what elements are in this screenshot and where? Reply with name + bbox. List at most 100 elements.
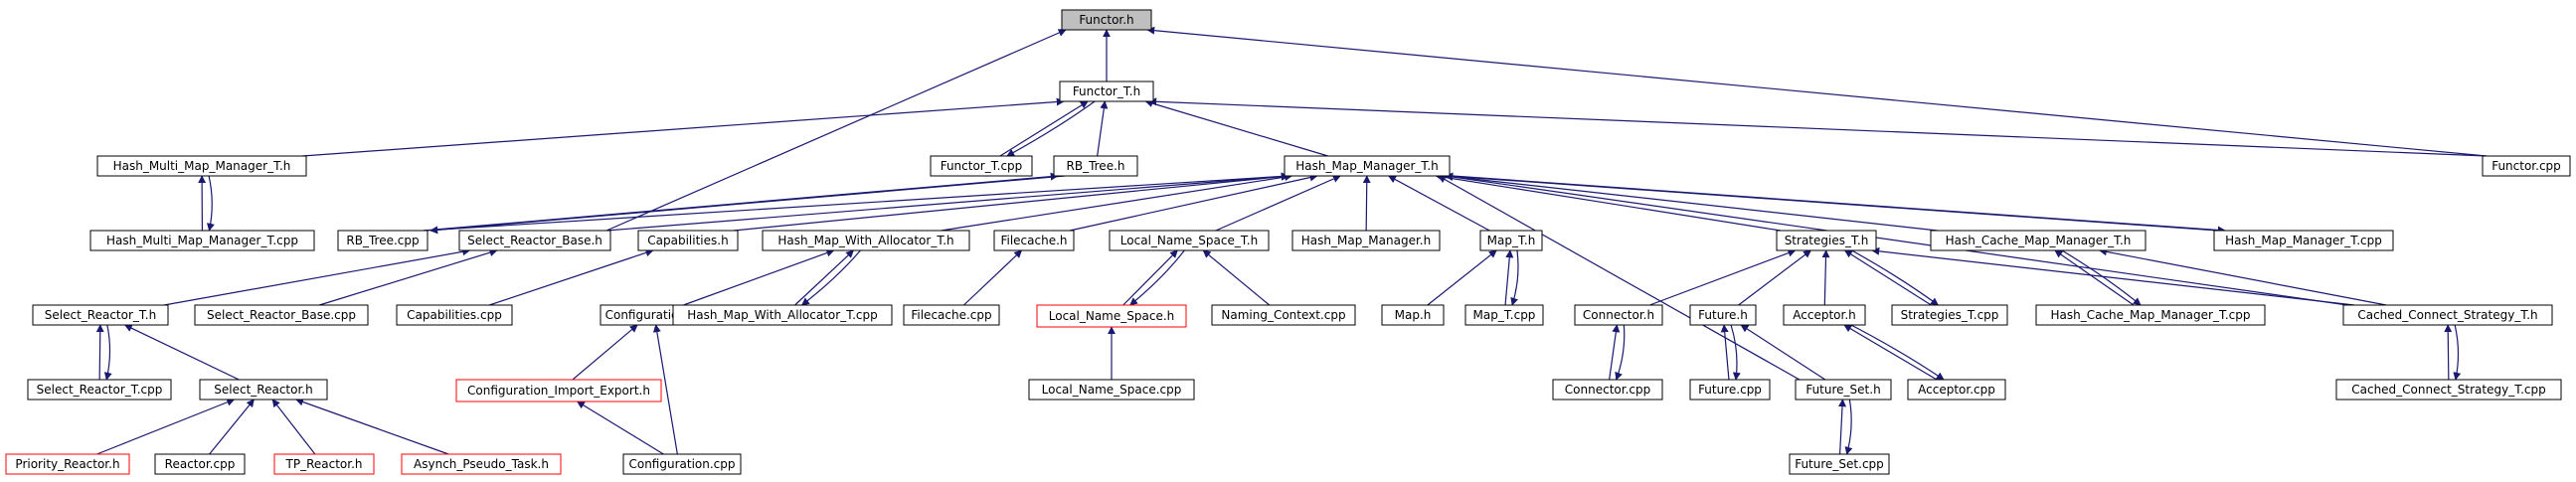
node-label: Select_Reactor_T.h bbox=[45, 308, 156, 322]
node-box bbox=[1028, 379, 1195, 401]
edge-hmmm_t_h-to-functor_t_h bbox=[301, 97, 1065, 157]
node-box bbox=[672, 304, 893, 326]
node-select-reactor-t-h[interactable]: Select_Reactor_T.h bbox=[32, 304, 169, 326]
node-box bbox=[1059, 80, 1154, 102]
node-cached-connect-strategy-t-cpp[interactable]: Cached_Connect_Strategy_T.cpp bbox=[2335, 379, 2562, 401]
node-strategies-t-h[interactable]: Strategies_T.h bbox=[1776, 230, 1877, 251]
node-select-reactor-h[interactable]: Select_Reactor.h bbox=[199, 379, 328, 401]
edge-lns_h-to-lns_t_h bbox=[1122, 249, 1178, 306]
edge-hmwa_t_h-to-hmwa_t_cpp bbox=[800, 249, 861, 306]
node-acceptor-h[interactable]: Acceptor.h bbox=[1783, 304, 1866, 326]
edge-future_cpp-to-future_h bbox=[1720, 324, 1730, 381]
node-label: Functor_T.h bbox=[1073, 84, 1140, 98]
node-box bbox=[762, 230, 970, 251]
edge-filecache_h-to-hmm_t_h bbox=[1069, 173, 1318, 232]
node-functor-cpp[interactable]: Functor.cpp bbox=[2482, 155, 2571, 177]
node-hash-map-manager-t-cpp[interactable]: Hash_Map_Manager_T.cpp bbox=[2213, 230, 2394, 251]
edge-naming_context_cpp-to-lns_t_h bbox=[1202, 249, 1271, 306]
node-box bbox=[396, 304, 513, 326]
node-map-h[interactable]: Map.h bbox=[1381, 304, 1445, 326]
node-label: Filecache.cpp bbox=[911, 308, 991, 322]
node-configuration-cpp[interactable]: Configuration.cpp bbox=[622, 453, 742, 475]
node-connector-cpp[interactable]: Connector.cpp bbox=[1552, 379, 1663, 401]
node-box bbox=[1552, 379, 1663, 401]
node-map-t-h[interactable]: Map_T.h bbox=[1479, 230, 1543, 251]
node-cached-connect-strategy-t-h[interactable]: Cached_Connect_Strategy_T.h bbox=[2342, 304, 2553, 326]
node-acceptor-cpp[interactable]: Acceptor.cpp bbox=[1907, 379, 2006, 401]
node-box bbox=[5, 453, 130, 475]
node-future-h[interactable]: Future.h bbox=[1689, 304, 1757, 326]
node-box bbox=[1907, 379, 2006, 401]
node-priority-reactor-h[interactable]: Priority_Reactor.h bbox=[5, 453, 130, 475]
edge-hmm_t_h-to-hmm_t_cpp bbox=[1452, 175, 2226, 235]
node-box bbox=[1783, 304, 1866, 326]
node-hash-map-manager-h[interactable]: Hash_Map_Manager.h bbox=[1291, 230, 1441, 251]
edge-hmmm_t_h-to-hmmm_t_cpp bbox=[207, 175, 215, 232]
node-reactor-cpp[interactable]: Reactor.cpp bbox=[154, 453, 246, 475]
node-label: Functor.h bbox=[1079, 13, 1133, 27]
node-capabilities-cpp[interactable]: Capabilities.cpp bbox=[396, 304, 513, 326]
edge-functor_cpp-to-functor_h bbox=[1146, 26, 2488, 157]
edge-lns_t_h-to-hmm_t_h bbox=[1215, 175, 1341, 232]
node-box bbox=[1930, 230, 2147, 251]
node-label: Capabilities.cpp bbox=[407, 308, 502, 322]
node-asynch-pseudo-task-h[interactable]: Asynch_Pseudo_Task.h bbox=[401, 453, 562, 475]
node-hash-cache-map-manager-t-h[interactable]: Hash_Cache_Map_Manager_T.h bbox=[1930, 230, 2147, 251]
node-local-name-space-h[interactable]: Local_Name_Space.h bbox=[1036, 304, 1187, 328]
node-hash-map-manager-t-h[interactable]: Hash_Map_Manager_T.h bbox=[1284, 155, 1451, 177]
node-functor-t-h[interactable]: Functor_T.h bbox=[1059, 80, 1154, 102]
node-box bbox=[2035, 304, 2266, 326]
node-rb-tree-h[interactable]: RB_Tree.h bbox=[1053, 155, 1138, 177]
node-local-name-space-t-h[interactable]: Local_Name_Space_T.h bbox=[1109, 230, 1270, 251]
node-functor-h[interactable]: Functor.h bbox=[1061, 9, 1152, 31]
edge-configuration_cpp-to-configuration_h bbox=[652, 324, 678, 455]
node-box bbox=[1061, 9, 1152, 31]
node-strategies-t-cpp[interactable]: Strategies_T.cpp bbox=[1891, 304, 2008, 326]
edge-hmm_h-to-hmm_t_h bbox=[1362, 175, 1371, 232]
dependency-edges bbox=[95, 26, 2488, 455]
node-box bbox=[930, 155, 1033, 177]
node-configuration-import-export-h[interactable]: Configuration_Import_Export.h bbox=[455, 379, 662, 402]
node-label: Map_T.h bbox=[1487, 234, 1536, 247]
node-connector-h[interactable]: Connector.h bbox=[1574, 304, 1663, 326]
node-label: Hash_Map_Manager_T.h bbox=[1295, 159, 1438, 173]
edge-hmwa_t_h-to-hmm_t_h bbox=[941, 173, 1293, 232]
node-map-t-cpp[interactable]: Map_T.cpp bbox=[1464, 304, 1544, 326]
node-hash-multi-map-manager-t-h[interactable]: Hash_Multi_Map_Manager_T.h bbox=[96, 155, 307, 177]
node-select-reactor-base-cpp[interactable]: Select_Reactor_Base.cpp bbox=[194, 304, 369, 326]
edge-connector_cpp-to-connector_h bbox=[1609, 324, 1621, 381]
node-local-name-space-cpp[interactable]: Local_Name_Space.cpp bbox=[1028, 379, 1195, 401]
node-future-set-cpp[interactable]: Future_Set.cpp bbox=[1789, 453, 1890, 475]
node-rb-tree-cpp[interactable]: RB_Tree.cpp bbox=[337, 230, 429, 251]
node-label: Map_T.cpp bbox=[1473, 308, 1536, 322]
node-label: Hash_Map_Manager.h bbox=[1301, 234, 1431, 247]
node-filecache-h[interactable]: Filecache.h bbox=[993, 230, 1075, 251]
node-box bbox=[1211, 304, 1356, 326]
edge-rb_tree_cpp-to-hmm_t_h bbox=[423, 172, 1289, 232]
node-select-reactor-t-cpp[interactable]: Select_Reactor_T.cpp bbox=[27, 379, 172, 401]
node-label: Select_Reactor_T.cpp bbox=[37, 383, 163, 397]
node-tp-reactor-h[interactable]: TP_Reactor.h bbox=[273, 453, 375, 475]
node-box bbox=[1891, 304, 2008, 326]
edge-strategies_t_h-to-hmm_t_h bbox=[1435, 173, 1782, 232]
node-select-reactor-base-h[interactable]: Select_Reactor_Base.h bbox=[458, 230, 611, 251]
node-hash-map-with-allocator-t-cpp[interactable]: Hash_Map_With_Allocator_T.cpp bbox=[672, 304, 893, 326]
node-label: Hash_Cache_Map_Manager_T.h bbox=[1946, 234, 2132, 247]
node-box bbox=[2482, 155, 2571, 177]
node-filecache-cpp[interactable]: Filecache.cpp bbox=[903, 304, 1000, 326]
node-naming-context-cpp[interactable]: Naming_Context.cpp bbox=[1211, 304, 1356, 326]
node-label: RB_Tree.cpp bbox=[346, 234, 419, 247]
node-capabilities-h[interactable]: Capabilities.h bbox=[637, 230, 739, 251]
node-hash-cache-map-manager-t-cpp[interactable]: Hash_Cache_Map_Manager_T.cpp bbox=[2035, 304, 2266, 326]
edge-map_t_h-to-hmm_t_h bbox=[1388, 175, 1490, 232]
node-hash-multi-map-manager-t-cpp[interactable]: Hash_Multi_Map_Manager_T.cpp bbox=[89, 230, 315, 251]
edge-sr_t_h-to-srb_h bbox=[163, 247, 471, 306]
node-label: Hash_Map_With_Allocator_T.h bbox=[777, 234, 953, 247]
node-hash-map-with-allocator-t-h[interactable]: Hash_Map_With_Allocator_T.h bbox=[762, 230, 970, 251]
node-future-cpp[interactable]: Future.cpp bbox=[1689, 379, 1771, 401]
node-box bbox=[1381, 304, 1445, 326]
node-future-set-h[interactable]: Future_Set.h bbox=[1795, 379, 1892, 401]
node-functor-t-cpp[interactable]: Functor_T.cpp bbox=[930, 155, 1033, 177]
node-box bbox=[1109, 230, 1270, 251]
node-box bbox=[622, 453, 742, 475]
